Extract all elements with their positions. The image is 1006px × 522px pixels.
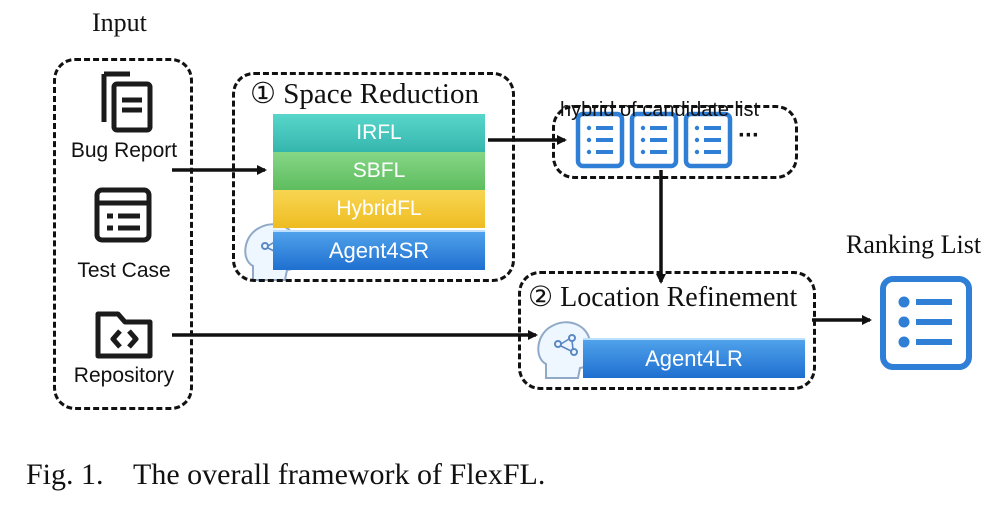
input-title: Input	[92, 8, 147, 37]
location-refinement-title: ② Location Refinement	[528, 282, 798, 313]
list-window-icon	[94, 187, 152, 243]
candidate-ellipsis: ···	[738, 122, 760, 149]
bug-report-label: Bug Report	[70, 139, 178, 162]
agent4lr-bar: Agent4LR	[583, 338, 805, 378]
location-refinement-container	[518, 271, 816, 390]
candidate-list-container	[552, 105, 798, 179]
document-stack-icon	[101, 71, 153, 133]
candidate-list-icons	[575, 111, 733, 169]
ranking-list-icon	[880, 276, 972, 370]
figure-caption-text: The overall framework of FlexFL.	[133, 458, 546, 491]
ranking-list-title: Ranking List	[846, 230, 982, 259]
list-document-icon	[575, 111, 625, 169]
space-reduction-title: ① Space Reduction	[250, 78, 479, 110]
irfl-layer: IRFL	[273, 114, 485, 152]
list-document-icon	[683, 111, 733, 169]
candidate-list-title: hybrid of candidate list	[560, 99, 760, 121]
list-document-icon	[629, 111, 679, 169]
sbfl-layer: SBFL	[273, 152, 485, 190]
agent4sr-bar: Agent4SR	[273, 230, 485, 270]
space-reduction-container	[232, 72, 515, 282]
code-folder-icon	[95, 311, 153, 359]
hybridfl-layer: HybridFL	[273, 190, 485, 228]
input-container	[53, 58, 193, 410]
test-case-label: Test Case	[77, 259, 171, 282]
figure-caption: Fig. 1. The overall framework of FlexFL.	[26, 458, 545, 492]
repository-label: Repository	[73, 364, 175, 387]
figure-label: Fig. 1.	[26, 458, 104, 491]
